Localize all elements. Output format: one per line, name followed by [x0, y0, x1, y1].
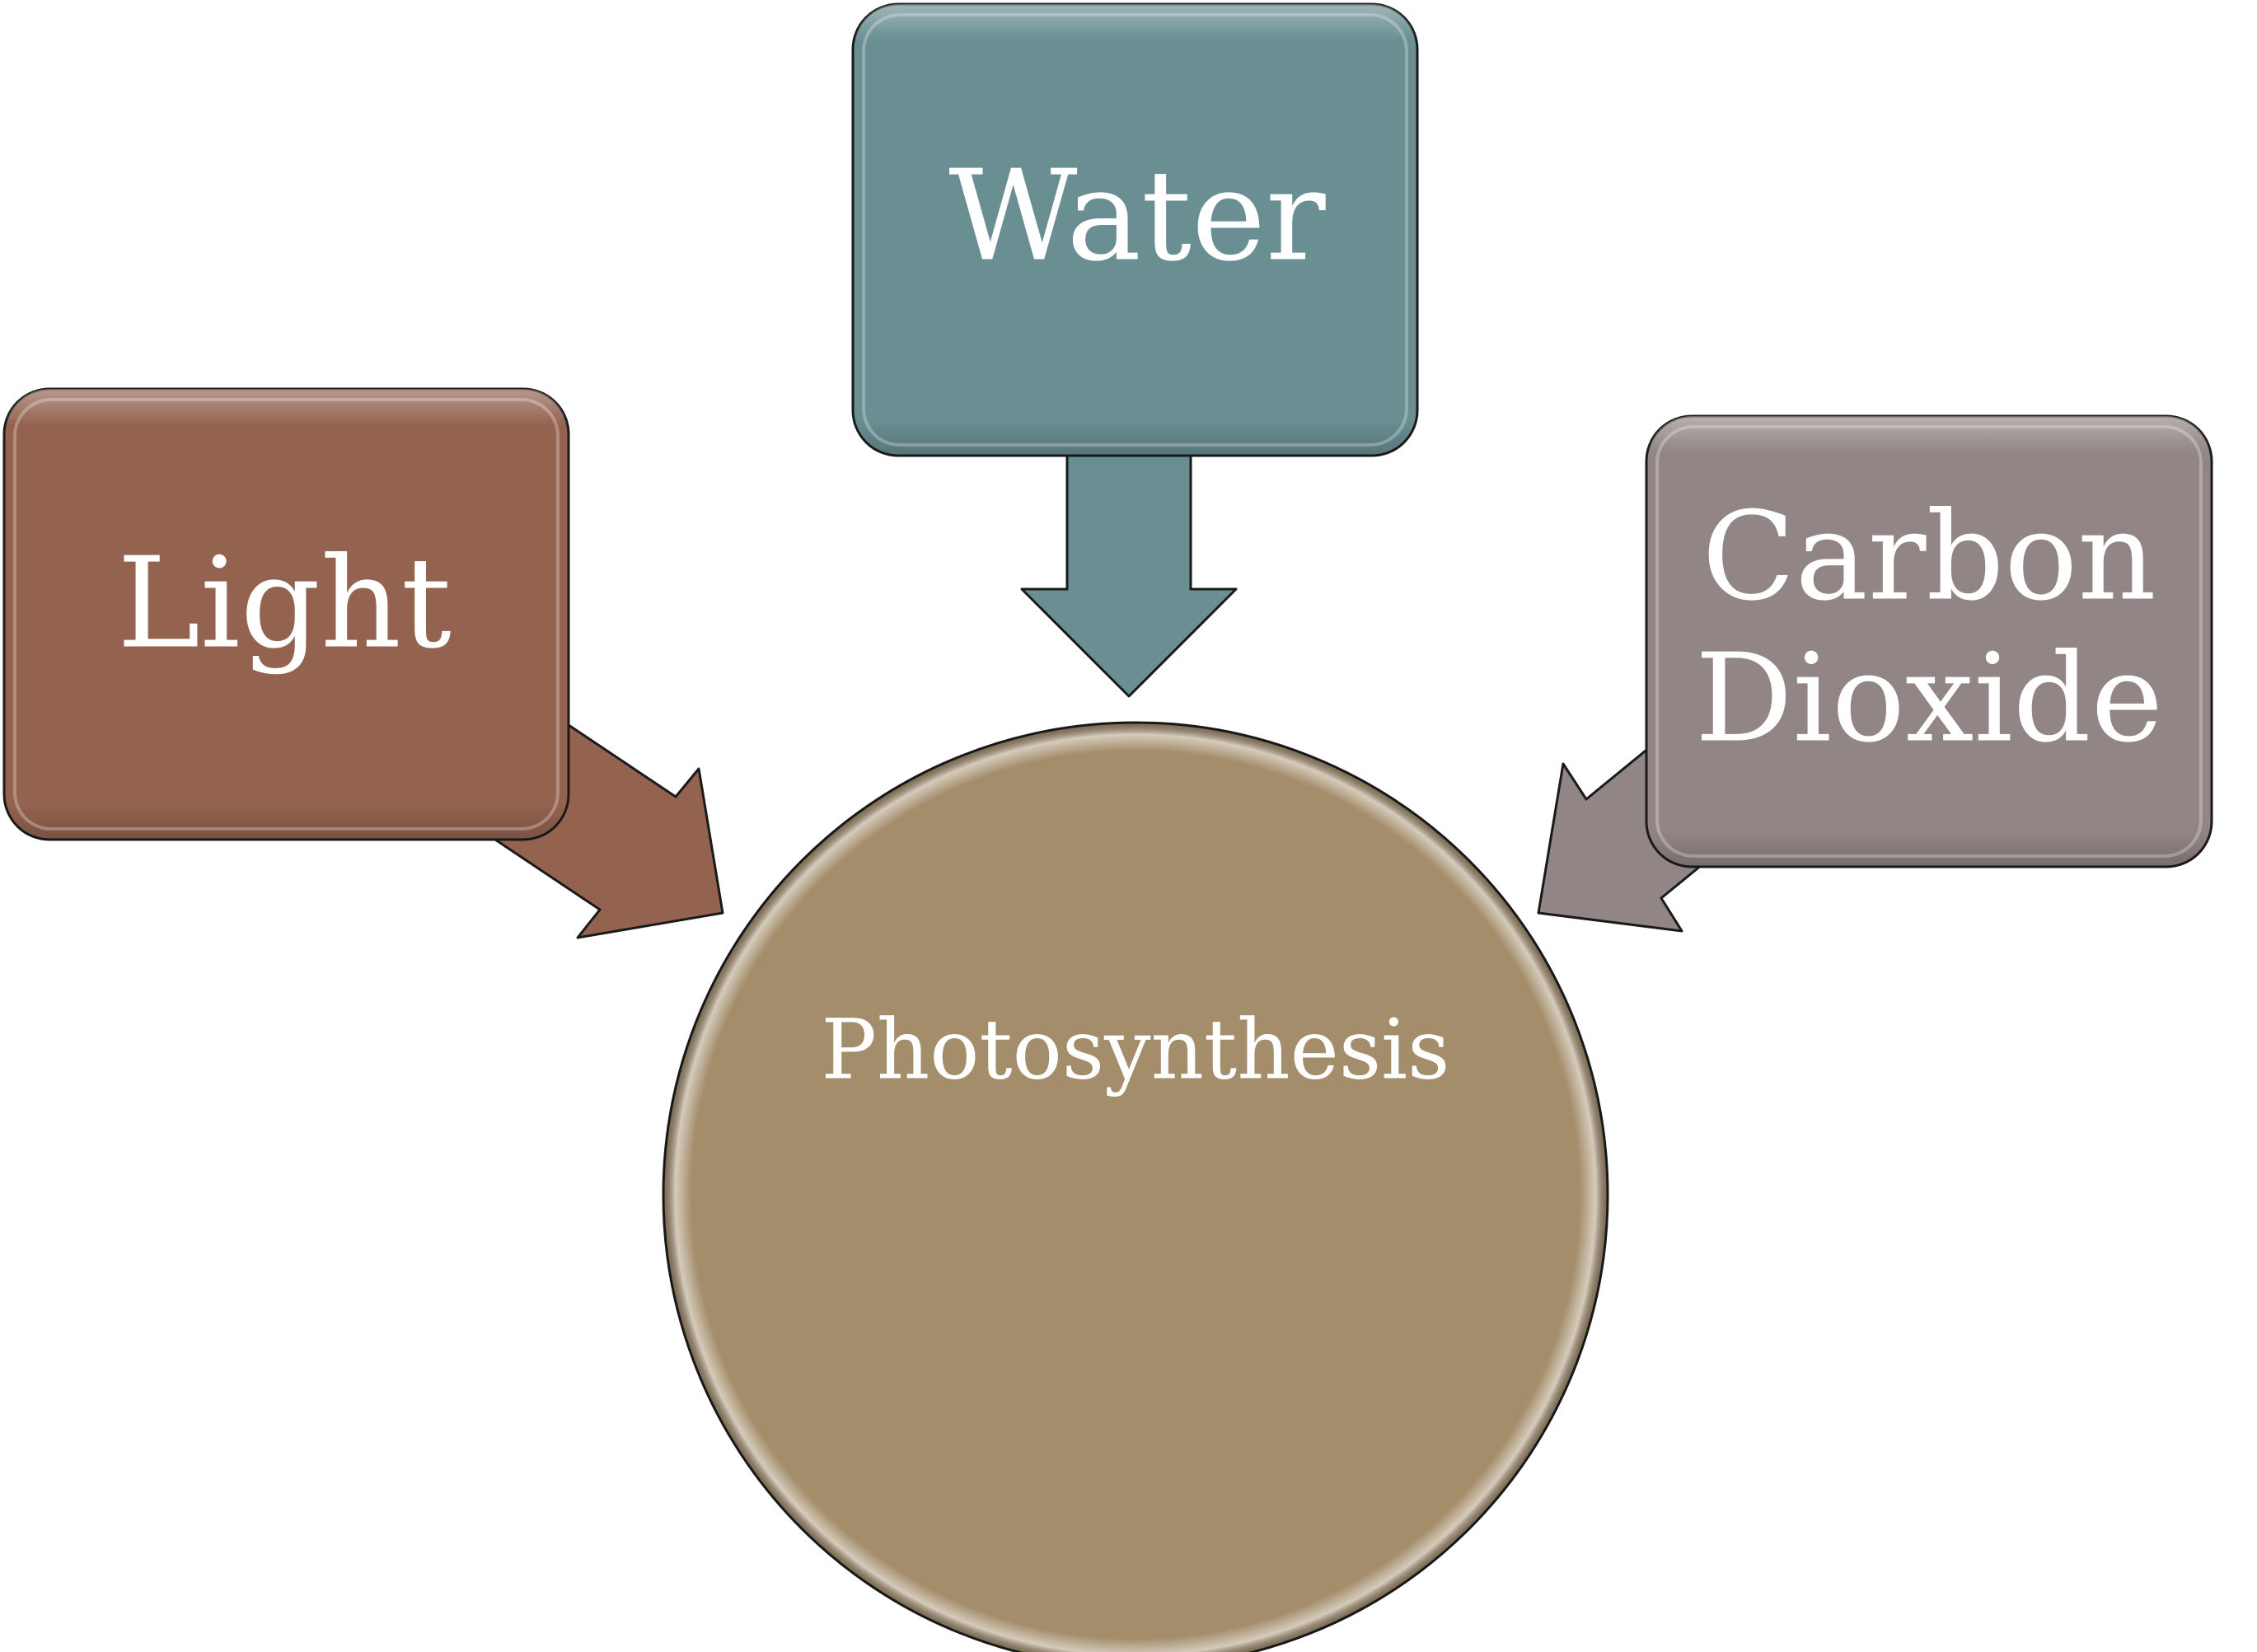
light-label: Light	[117, 530, 452, 676]
carbon-dioxide-box: Carbon Dioxide	[1645, 414, 2213, 868]
photosynthesis-label: Photosynthesis	[822, 1002, 1450, 1098]
light-box: Light	[2, 387, 570, 841]
water-label: Water	[948, 143, 1326, 288]
photosynthesis-circle: Photosynthesis	[662, 721, 1609, 1652]
carbon-dioxide-label-line-2: Dioxide	[1695, 628, 2163, 770]
carbon-dioxide-label-line-1: Carbon	[1702, 486, 2156, 628]
photosynthesis-circle-gloss	[663, 723, 1608, 1652]
arrow-water-to-photosynthesis	[1020, 452, 1238, 698]
water-box: Water	[851, 2, 1419, 457]
